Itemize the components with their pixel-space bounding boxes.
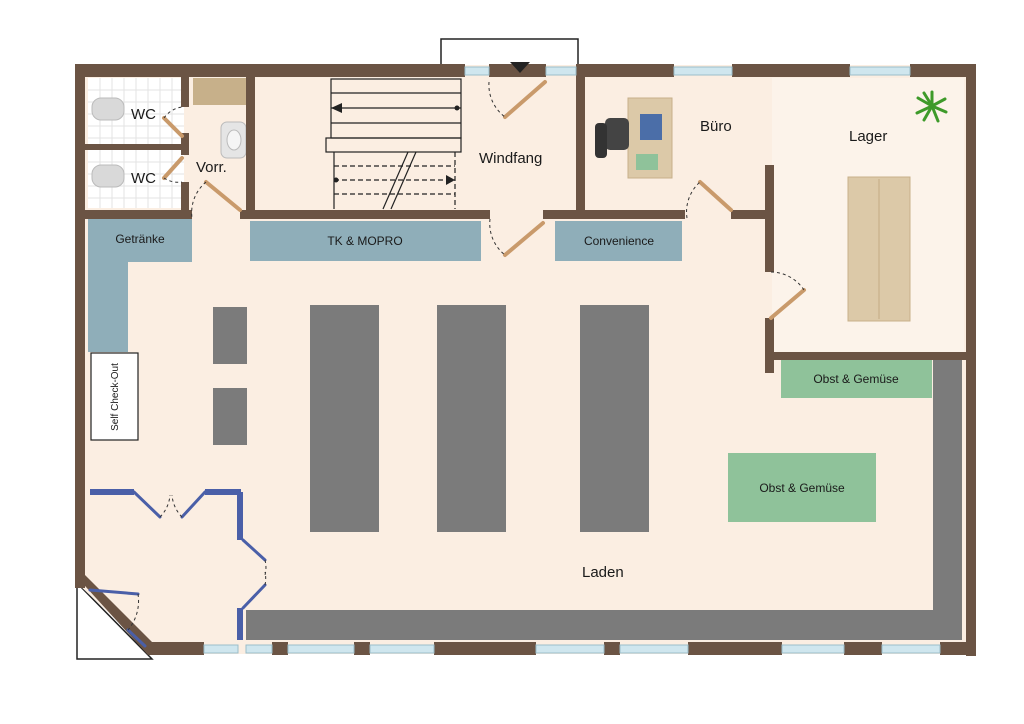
room-label-laden: Laden [582, 564, 624, 581]
room-label-vorraum: Vorr. [196, 159, 227, 176]
zone-label-obst-gemuese-1: Obst & Gemüse [813, 372, 899, 386]
plant-icon [915, 90, 948, 123]
obst-gemuese-zone-1 [781, 360, 932, 398]
room-label-lager: Lager [849, 128, 887, 145]
zone-label-getraenke: Getränke [115, 232, 165, 246]
getraenke-zone [88, 219, 192, 352]
zone-label-tk-mopro: TK & MOPRO [327, 234, 402, 248]
stairs-arrow-icon [331, 103, 455, 185]
glass-door-swings [127, 494, 267, 631]
toilet-icon [91, 97, 125, 188]
laptop-icon [640, 114, 662, 140]
glass-door-leaves [88, 490, 267, 648]
glass-doors [90, 489, 243, 640]
shelf-small-2 [213, 388, 247, 445]
shelf-1 [310, 305, 379, 532]
wall-shelf [246, 360, 962, 640]
tk-mopro-zone [250, 221, 481, 261]
doors [162, 80, 806, 320]
shelf-small-1 [213, 307, 247, 364]
entrance-step [76, 581, 154, 660]
obst-gemuese-zone-2 [728, 453, 876, 522]
shelf-3 [580, 305, 649, 532]
walls [75, 64, 976, 656]
room-label-wc-2: WC [131, 170, 156, 187]
sink-icon [220, 121, 247, 159]
counter [193, 78, 247, 105]
windows [203, 66, 941, 654]
convenience-zone [555, 221, 682, 261]
door-swings [163, 81, 805, 291]
zone-label-obst-gemuese-2: Obst & Gemüse [759, 481, 845, 495]
zone-label-convenience: Convenience [584, 234, 654, 248]
tile-grid [88, 78, 184, 208]
document-icon [636, 154, 658, 170]
room-label-windfang: Windfang [479, 150, 542, 167]
office-chair-icon [595, 118, 629, 158]
entrance-marker-icon [510, 62, 530, 73]
zone-label-self-checkout: Self Check-Out [110, 363, 121, 431]
room-label-wc-1: WC [131, 106, 156, 123]
shelf-2 [437, 305, 506, 532]
self-checkout [90, 352, 139, 441]
room-label-buero: Büro [700, 118, 732, 135]
